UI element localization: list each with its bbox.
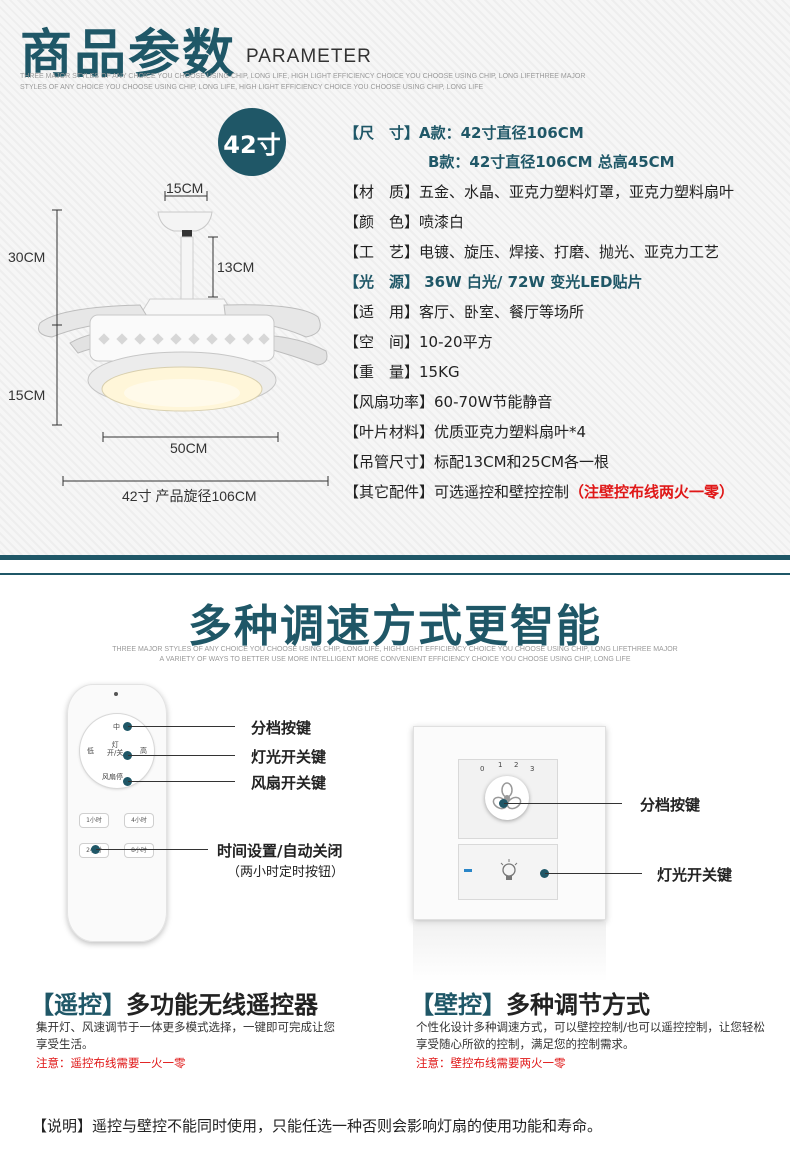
spec-row: 【吊管尺寸】标配13CM和25CM各一根 [344,453,610,471]
marker-wall-light [540,869,549,878]
pointer-wall-light [545,873,642,874]
bulb-icon [500,859,518,880]
light-toggle-label: 灯 开/关 [107,741,124,757]
spec-row: 【重 量】15KG [344,363,460,381]
knob-mark: 2 [514,761,519,769]
timer-8h-button[interactable]: 8小时 [125,844,153,857]
pointer-speed [128,726,235,727]
timer-4h-button[interactable]: 4小时 [125,814,153,827]
spec-row: 【适 用】客厅、卧室、餐厅等场所 [344,303,585,321]
spec-row: 【叶片材料】优质亚克力塑料扇叶*4 [344,423,587,441]
speed-low-label: 低 [87,747,94,755]
speed-knob[interactable] [485,776,529,820]
spec-row: 【空 间】10-20平方 [344,333,493,351]
spec-row: 【光 源】 36W 白光/ 72W 变光LED贴片 [344,273,643,291]
section-divider [0,555,790,560]
remote-callout-speed: 分档按键 [251,719,312,737]
marker-speed [123,722,132,731]
wall-callout-light: 灯光开关键 [657,866,733,884]
footer-note: 【说明】遥控与壁控不能同时使用，只能任选一种否则会影响灯扇的使用功能和寿命。 [32,1117,603,1135]
spec-row: 【工 艺】电镀、旋压、焊接、打磨、抛光、亚克力工艺 [344,243,720,261]
dim-rod-length: 13CM [217,259,255,275]
dim-span: 42寸 产品旋径106CM [122,488,257,504]
controls-title: 多种调速方式更智能 [188,601,602,652]
parameter-title: 商品参数 [20,25,237,85]
remote-control: 中 低 灯 开/关 高 风扇停 1小时 4小时 2小时 8小时 [67,684,167,942]
controls-subtitle-1: THREE MAJOR STYLES OF ANY CHOICE YOU CHO… [112,646,678,653]
marker-wall-speed [499,799,508,808]
dim-light-height: 15CM [8,387,46,403]
remote-callout-timer-sub: （两小时定时按钮） [227,865,345,880]
spec-row: 【其它配件】可选遥控和壁控控制（注壁控布线两火一零） [344,483,735,501]
spec-row: 【颜 色】喷漆白 [344,213,465,231]
size-badge: 42寸 [218,108,286,176]
knob-mark: 0 [480,765,485,773]
spec-row: B款：42寸直径106CM 总高45CM [428,153,675,171]
dim-top-width: 15CM [166,180,204,196]
controls-subtitle-2: A VARIETY OF WAYS TO BETTER USE MORE INT… [159,656,631,663]
marker-fan [123,777,132,786]
wall-switch-reflection [413,922,606,982]
pointer-fan [128,781,235,782]
wall-mode-title: 【壁控】多种调节方式 [410,991,650,1019]
remote-mode-title: 【遥控】多功能无线遥控器 [30,991,318,1019]
parameter-subtitle-2: STYLES OF ANY CHOICE YOU CHOOSE USING CH… [20,84,484,91]
remote-callout-timer: 时间设置/自动关闭 [217,842,343,860]
wall-mode-note: 注意：壁控布线需要两火一零 [416,1056,566,1070]
wall-callout-speed: 分档按键 [640,796,701,814]
remote-callout-light: 灯光开关键 [251,748,327,766]
pointer-light [128,755,235,756]
marker-timer [91,845,100,854]
remote-mode-desc: 集开灯、风速调节于一体更多模式选择，一键即可完成让您享受生活。 [36,1020,335,1051]
marker-light [123,751,132,760]
parameter-title-en: PARAMETER [246,46,372,67]
parameter-subtitle-1: THREE MAJOR STYLES OF ANY CHOICE YOU CHO… [20,73,586,80]
fan-icon [492,782,522,810]
pointer-wall-speed [504,803,622,804]
pointer-timer [96,849,208,850]
fan-stop-label: 风扇停 [102,773,123,781]
wiring-note: （注壁控布线两火一零） [569,483,735,501]
spec-row: 【尺 寸】A款：42寸直径106CM [344,124,584,142]
spec-row: 【风扇功率】60-70W节能静音 [344,393,553,411]
knob-mark: 3 [530,765,535,773]
remote-callout-fan: 风扇开关键 [251,774,327,792]
dim-total-height: 30CM [8,249,46,265]
speed-high-label: 高 [140,747,147,755]
speed-mid-label: 中 [113,723,120,731]
indicator-led [464,869,472,872]
speed-knob-panel: 0 1 2 3 [458,759,558,839]
ir-indicator [114,692,118,696]
timer-1h-button[interactable]: 1小时 [80,814,108,827]
dim-light-diameter: 50CM [170,440,208,456]
remote-mode-note: 注意：遥控布线需要一火一零 [36,1056,186,1070]
wall-switch: 0 1 2 3 [413,726,606,920]
wall-mode-desc: 个性化设计多种调速方式，可以壁控控制/也可以遥控控制，让您轻松享受随心所欲的控制… [416,1020,765,1051]
knob-mark: 1 [498,761,503,769]
fan-illustration [38,191,329,486]
section-rule [0,573,790,575]
spec-row: 【材 质】五金、水晶、亚克力塑料灯罩，亚克力塑料扇叶 [344,183,735,201]
parameter-section: 商品参数 PARAMETER THREE MAJOR STYLES OF ANY… [0,0,790,560]
